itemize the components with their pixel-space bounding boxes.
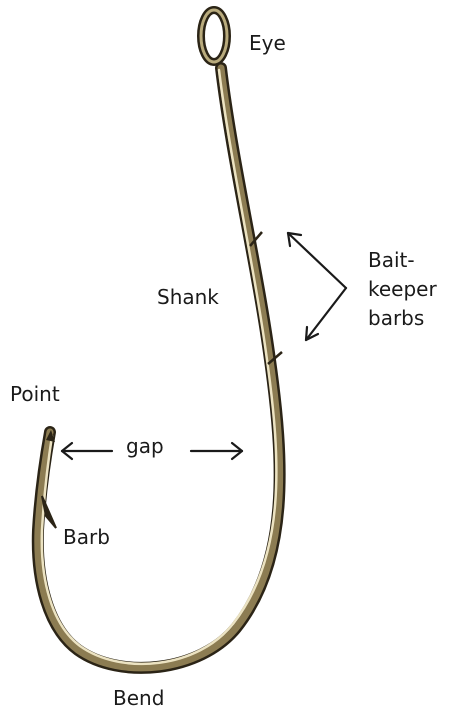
label-eye: Eye [249,30,286,56]
label-bait-keeper-line2: keeper [368,275,437,304]
label-bend: Bend [113,685,164,711]
label-bait-keeper-line3: barbs [368,304,437,333]
arrow-to-upper-barb [288,233,346,288]
arrow-to-lower-barb [306,288,346,340]
label-bait-keeper-line1: Bait- [368,246,437,275]
label-bait-keeper-barbs: Bait- keeper barbs [368,246,437,333]
hook-eye [201,10,227,62]
label-gap: gap [126,433,164,459]
label-shank: Shank [157,284,219,310]
label-point: Point [10,381,60,407]
hook-body [38,68,280,668]
bait-keeper-arrows [288,233,346,340]
label-barb: Barb [63,524,110,550]
